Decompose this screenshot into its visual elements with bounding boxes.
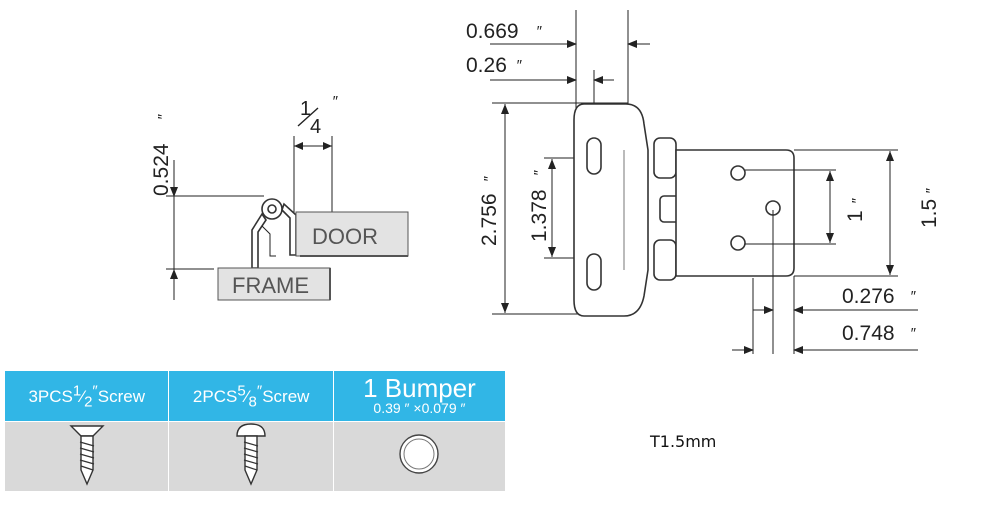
overall-arrow-top <box>501 104 509 114</box>
plate-offset-label: 0.748 <box>842 322 895 345</box>
frame-leaf <box>251 212 267 269</box>
bumper-icon <box>399 434 440 474</box>
parts-table: 3PCS1⁄2″Screw 2PCS5⁄8″Screw 1 Bumper 0.3… <box>3 370 507 492</box>
height-inch-mark: ″ <box>155 114 172 120</box>
header-bumper: 1 Bumper 0.39 ″ ×0.079 ″ <box>332 370 507 422</box>
hole-arrow-top <box>826 171 834 181</box>
door-label: DOOR <box>312 224 378 249</box>
overall-arrow-bottom <box>501 303 509 313</box>
side-view: 0.524 ″ 1 4 ″ DOOR FRAME <box>150 93 409 301</box>
fiveeighths-screw-denominator: 8 <box>248 393 257 411</box>
half-screw-numerator: 1 <box>72 381 82 399</box>
flat-head-screw-icon <box>69 425 105 486</box>
height-label: 0.524 <box>150 143 173 196</box>
bumper-spec: 0.39 ″ ×0.079 ″ <box>373 400 466 416</box>
width-fraction-denominator: 4 <box>310 116 321 138</box>
upper-mounting-slot <box>586 137 602 175</box>
width-fraction-numerator: 1 <box>300 98 311 120</box>
plate-arrow-top <box>886 151 894 161</box>
width-inch-mark: ″ <box>332 93 338 110</box>
upper-knuckle <box>653 137 677 179</box>
leaf-bend <box>261 225 276 257</box>
fiveeighths-screw-numerator: 5 <box>237 381 246 399</box>
pan-head-screw-icon <box>236 423 266 486</box>
plate-height-inch-mark: ″ <box>923 188 940 194</box>
cell-half-inch-screw <box>3 421 170 492</box>
slot-spacing-label: 1.378 <box>528 189 551 242</box>
hole-spacing-label: 1 <box>844 210 867 222</box>
half-screw-inch-mark: ″ <box>92 381 98 399</box>
half-screw-name: Screw <box>97 386 145 406</box>
cell-bumper <box>332 421 507 492</box>
knuckle-pin <box>267 204 277 214</box>
hole-spacing-inch-mark: ″ <box>849 198 866 204</box>
door-block <box>295 211 409 257</box>
plate-hole-bottom <box>730 235 746 251</box>
slot-arrow-top <box>548 159 556 169</box>
bumper-title: 1 Bumper <box>363 373 476 403</box>
overall-inch-mark: ″ <box>481 176 498 182</box>
hole-arrow-bottom <box>826 233 834 243</box>
width-arrow-right <box>323 142 332 150</box>
hinge-main-leaf <box>573 103 649 317</box>
slot-spacing-inch-mark: ″ <box>531 170 548 176</box>
frame-block <box>217 267 331 301</box>
slot-offset-label: 0.26 <box>466 54 507 77</box>
slot-arrow-bottom <box>548 247 556 257</box>
thickness-note: T1.5mm <box>650 432 717 451</box>
plate-height-label: 1.5 <box>918 199 941 228</box>
fiveeighths-screw-qty: 2PCS <box>192 386 238 406</box>
plate-offset-inch-mark: ″ <box>910 325 916 342</box>
lower-knuckle <box>653 239 677 281</box>
header-half-inch-screw: 3PCS1⁄2″Screw <box>3 370 170 422</box>
plate-arrow-bottom <box>886 265 894 275</box>
hinge-view: 0.669 ″ 0.26 ″ 2.756 ″ 1.378 ″ <box>466 10 941 354</box>
hole-offset-label: 0.276 <box>842 285 895 308</box>
header-five-eighths-screw: 2PCS5⁄8″Screw <box>168 370 334 422</box>
plate-hole-top <box>730 165 746 181</box>
fiveeighths-screw-name: Screw <box>262 386 310 406</box>
top-offset-inch-mark: ″ <box>536 23 542 40</box>
top-offset-label: 0.669 <box>466 20 519 43</box>
half-screw-qty: 3PCS <box>28 386 73 406</box>
width-arrow-left <box>294 142 303 150</box>
hole-offset-inch-mark: ″ <box>910 288 916 305</box>
cell-five-eighths-screw <box>168 421 334 492</box>
overall-height-label: 2.756 <box>478 193 501 246</box>
fiveeighths-screw-inch-mark: ″ <box>256 381 263 399</box>
frame-label: FRAME <box>232 273 309 298</box>
width-fraction-slash <box>297 107 319 127</box>
slot-offset-inch-mark: ″ <box>516 57 522 74</box>
lower-mounting-slot <box>586 253 602 291</box>
half-screw-denominator: 2 <box>84 393 93 411</box>
